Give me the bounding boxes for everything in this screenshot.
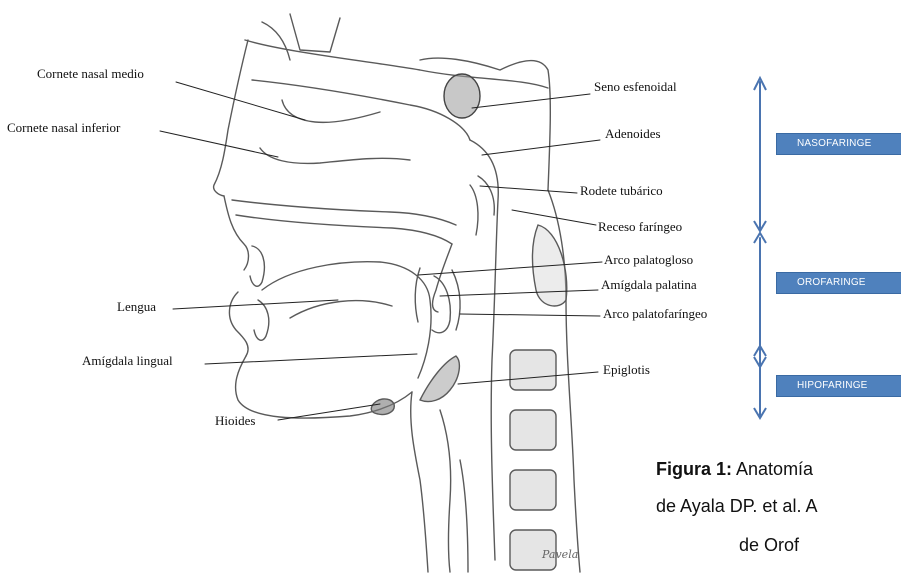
region-hipofaringe: HIPOFARINGE [776, 375, 901, 397]
caption-line1-text: Anatomía [732, 459, 813, 479]
caption-line-2: de Ayala DP. et al. A [656, 495, 817, 517]
region-nasofaringe: NASOFARINGE [776, 133, 901, 155]
caption-bold: Figura 1: [656, 459, 732, 479]
region-orofaringe: OROFARINGE [776, 272, 901, 294]
caption-line-3: de Orof [739, 534, 799, 556]
caption-line-1: Figura 1: Anatomía [656, 458, 813, 480]
